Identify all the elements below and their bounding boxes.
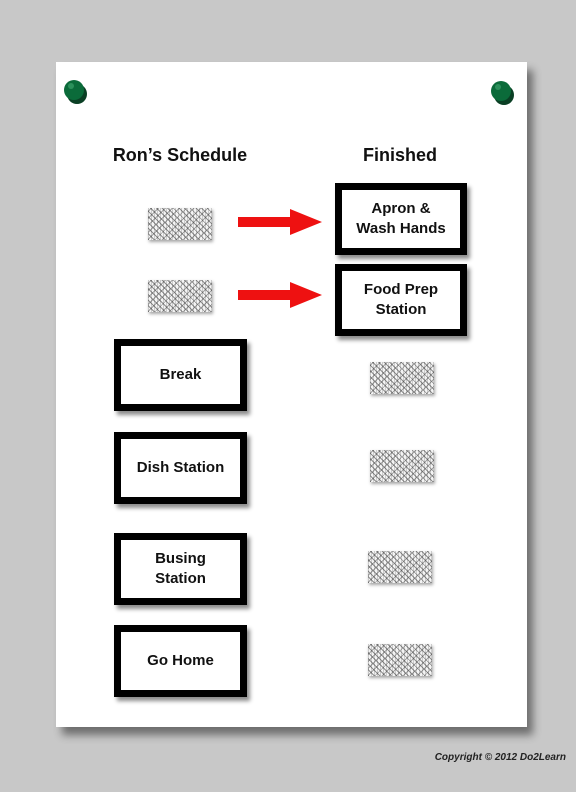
- velcro-dot-icon: [148, 208, 212, 240]
- schedule-card-go-home[interactable]: Go Home: [114, 625, 247, 697]
- copyright-text: Copyright © 2012 Do2Learn: [434, 752, 566, 763]
- right-arrow-icon: [238, 209, 322, 235]
- finished-card-food-prep-station[interactable]: Food Prep Station: [335, 264, 467, 336]
- card-label: Busing Station: [121, 540, 240, 598]
- right-arrow-icon: [238, 282, 322, 308]
- finished-card-apron-wash-hands[interactable]: Apron & Wash Hands: [335, 183, 467, 255]
- schedule-card-busing-station[interactable]: Busing Station: [114, 533, 247, 605]
- schedule-card-break[interactable]: Break: [114, 339, 247, 411]
- schedule-card-dish-station[interactable]: Dish Station: [114, 432, 247, 504]
- velcro-dot-icon: [370, 450, 434, 482]
- finished-heading: Finished: [362, 145, 437, 165]
- schedule-heading: Ron’s Schedule: [112, 145, 248, 165]
- pushpin-icon: [491, 81, 514, 105]
- velcro-dot-icon: [148, 280, 212, 312]
- pushpin-icon: [64, 80, 87, 104]
- card-label: Break: [121, 346, 240, 404]
- card-label: Dish Station: [121, 439, 240, 497]
- card-label: Go Home: [121, 632, 240, 690]
- card-label: Food Prep Station: [342, 271, 460, 329]
- card-label: Apron & Wash Hands: [342, 190, 460, 248]
- velcro-dot-icon: [368, 551, 432, 583]
- velcro-dot-icon: [368, 644, 432, 676]
- velcro-dot-icon: [370, 362, 434, 394]
